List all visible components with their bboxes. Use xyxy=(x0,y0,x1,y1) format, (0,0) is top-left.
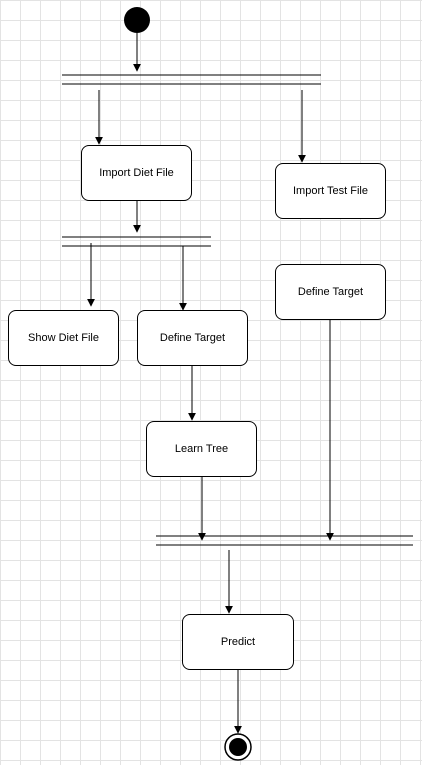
action-label: Predict xyxy=(220,636,256,648)
action-show-diet-file[interactable]: Show Diet File xyxy=(8,310,119,366)
action-predict[interactable]: Predict xyxy=(182,614,294,670)
action-import-diet-file[interactable]: Import Diet File xyxy=(81,145,192,201)
action-define-target-right[interactable]: Define Target xyxy=(275,264,386,320)
initial-node xyxy=(124,7,150,33)
action-label: Define Target xyxy=(159,332,226,344)
join-bar xyxy=(156,535,413,546)
fork-bar-1 xyxy=(62,74,321,85)
action-learn-tree[interactable]: Learn Tree xyxy=(146,421,257,477)
action-import-test-file[interactable]: Import Test File xyxy=(275,163,386,219)
action-define-target-left[interactable]: Define Target xyxy=(137,310,248,366)
action-label: Import Diet File xyxy=(99,167,174,179)
action-label: Show Diet File xyxy=(28,332,99,344)
action-label: Import Test File xyxy=(293,185,368,197)
fork-bar-2 xyxy=(62,236,211,247)
action-label: Learn Tree xyxy=(174,443,229,455)
final-node xyxy=(224,733,252,761)
action-label: Define Target xyxy=(297,286,364,298)
